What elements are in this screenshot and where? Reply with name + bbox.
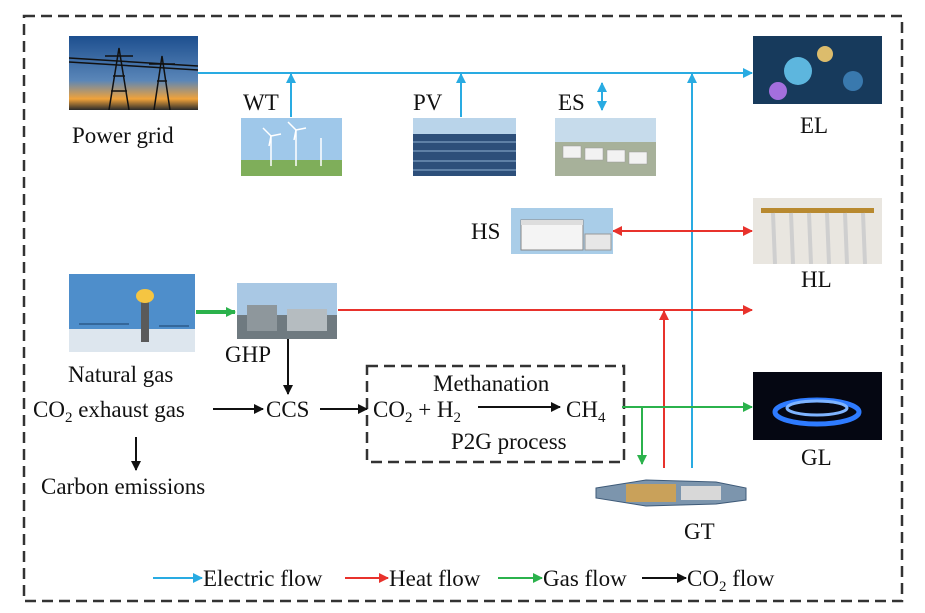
p2g-h-sub: 2 — [453, 410, 462, 426]
natural-gas-label: Natural gas — [68, 362, 174, 387]
pv-image — [413, 118, 516, 176]
p2g-ch: CH — [566, 397, 598, 422]
p2g-plus-h: + H — [412, 397, 454, 422]
es-image — [555, 118, 656, 176]
wt-label: WT — [243, 90, 279, 115]
p2g-process-label: P2G process — [451, 429, 567, 454]
ccs-label: CCS — [266, 397, 310, 422]
p2g-co: CO — [373, 397, 405, 422]
power-grid-image — [69, 36, 198, 110]
hl-label: HL — [801, 267, 832, 292]
wt-image — [241, 118, 342, 176]
hs-image — [511, 208, 613, 254]
legend-co2-label: CO2 flow — [687, 566, 775, 595]
co2-exhaust-sub: 2 — [64, 410, 73, 426]
legend-co2-co: CO — [687, 566, 719, 591]
co2-exhaust-rest: exhaust gas — [72, 397, 185, 422]
heat-flows — [338, 226, 753, 468]
co2-exhaust-label: CO2 exhaust gas — [33, 397, 185, 426]
pv-label: PV — [413, 90, 443, 115]
gt-label: GT — [684, 519, 715, 544]
electric-flows — [198, 68, 753, 470]
power-grid-label: Power grid — [72, 123, 174, 148]
gas-flows — [196, 307, 753, 465]
p2g-product-label: CH4 — [566, 397, 605, 426]
ghp-label: GHP — [225, 342, 272, 367]
gl-image — [753, 372, 882, 440]
legend-heat-label: Heat flow — [389, 566, 481, 591]
gt-image — [586, 468, 754, 518]
natural-gas-image — [69, 274, 195, 352]
p2g-box — [365, 364, 626, 464]
p2g-ch-sub: 4 — [597, 410, 606, 426]
legend-gas-label: Gas flow — [543, 566, 627, 591]
el-label: EL — [800, 113, 829, 138]
legend-co2-sub: 2 — [718, 579, 727, 595]
carbon-emissions-label: Carbon emissions — [41, 474, 206, 499]
hl-image — [753, 198, 882, 264]
p2g-co-sub: 2 — [404, 410, 413, 426]
es-label: ES — [558, 90, 585, 115]
legend-co2-rest: flow — [726, 566, 775, 591]
hs-label: HS — [471, 219, 501, 244]
el-image — [753, 36, 882, 104]
co2-flows — [131, 338, 561, 471]
legend-electric-label: Electric flow — [203, 566, 323, 591]
p2g-reactants-label: CO2 + H2 — [373, 397, 461, 426]
ghp-image — [237, 283, 337, 339]
methanation-label: Methanation — [433, 371, 550, 396]
gl-label: GL — [801, 445, 832, 470]
co2-exhaust-co: CO — [33, 397, 65, 422]
